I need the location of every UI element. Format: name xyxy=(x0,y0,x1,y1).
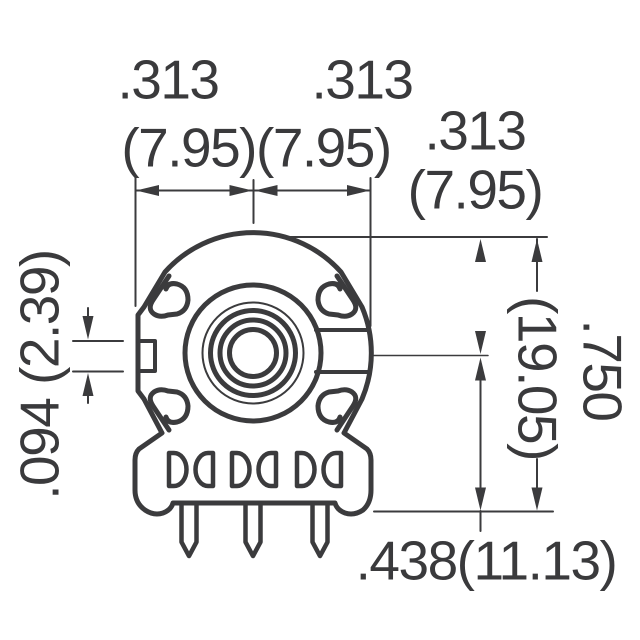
base-d-marks xyxy=(166,450,344,489)
arrow-up-313 xyxy=(475,239,486,262)
arrow-right xyxy=(347,185,370,196)
body-silhouette xyxy=(132,230,374,517)
arrow-left xyxy=(136,185,159,196)
d-mark-mirrored xyxy=(193,450,216,489)
pin-1 xyxy=(179,500,199,559)
arrow-mid-left xyxy=(229,185,253,196)
adjustment-screw-circles xyxy=(182,282,324,424)
arrow-up-key xyxy=(82,373,94,396)
arrow-down-438 xyxy=(475,487,486,511)
arrow-down-center xyxy=(475,331,486,354)
dim-label-height-inch: .750 xyxy=(571,319,634,421)
screw-hole-circle xyxy=(227,327,279,379)
key-slot-tab xyxy=(136,339,157,373)
rotor-circle xyxy=(182,282,324,424)
lug-top-left xyxy=(147,273,191,319)
d-mark xyxy=(294,450,317,489)
dim-label-top-mm-pair: (7.95)(7.95) xyxy=(121,116,392,179)
dim-label-top-left-inch: .313 xyxy=(117,48,220,111)
d-mark xyxy=(166,450,189,489)
dim-label-right-offset-mm: (7.95) xyxy=(407,158,544,221)
wiper-slot xyxy=(314,328,371,374)
lug-bottom-right xyxy=(315,387,359,433)
pin-2 xyxy=(243,500,263,559)
d-mark-mirrored xyxy=(256,450,279,489)
dim-label-height-mm: (19.05) xyxy=(506,296,569,460)
terminal-pins xyxy=(179,500,330,559)
thin-ring-circle xyxy=(201,301,305,405)
corner-lugs xyxy=(147,273,359,433)
arrow-down-750 xyxy=(531,487,543,511)
dim-label-right-offset-inch: .313 xyxy=(424,99,527,162)
arrow-up-750 xyxy=(531,239,543,262)
arrow-up-center xyxy=(475,357,486,381)
pin-3 xyxy=(310,500,330,559)
d-mark-mirrored xyxy=(321,450,344,489)
component-body xyxy=(132,230,374,559)
lug-bottom-left xyxy=(147,387,191,433)
dim-label-top-right-inch: .313 xyxy=(311,48,414,111)
dim-label-key-slot: .094 (2.39) xyxy=(8,250,71,500)
d-mark xyxy=(229,450,252,489)
arrow-down-key xyxy=(82,316,94,340)
arrow-mid-right xyxy=(254,185,278,196)
lug-top-right xyxy=(315,273,359,319)
screw-outer-circle xyxy=(208,308,298,398)
screw-mid-circle xyxy=(217,317,289,389)
dimension-arrowheads xyxy=(82,185,543,511)
dim-label-bottom-inch-mm: .438(11.13) xyxy=(355,529,618,592)
